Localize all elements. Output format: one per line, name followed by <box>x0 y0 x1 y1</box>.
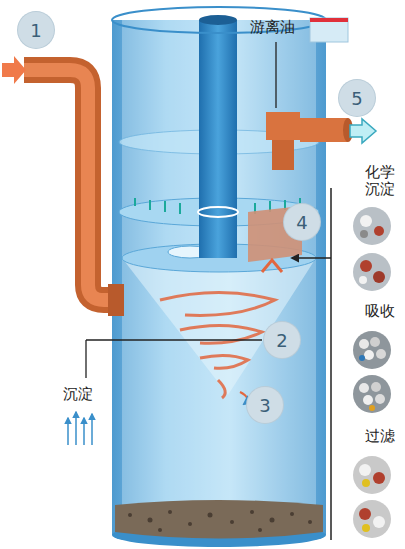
callout-number: 4 <box>284 204 320 240</box>
process-label: 过滤 <box>365 428 395 445</box>
callout-number: 1 <box>18 12 54 48</box>
process-label: 化学 沉淀 <box>364 164 397 197</box>
callout-number: 2 <box>264 322 300 358</box>
callout-number: 3 <box>247 387 283 423</box>
process-label: 沉淀 <box>63 386 93 403</box>
callout-number: 5 <box>339 80 375 116</box>
process-label: 吸收 <box>365 303 395 320</box>
part-label: 游离油 <box>250 19 295 36</box>
